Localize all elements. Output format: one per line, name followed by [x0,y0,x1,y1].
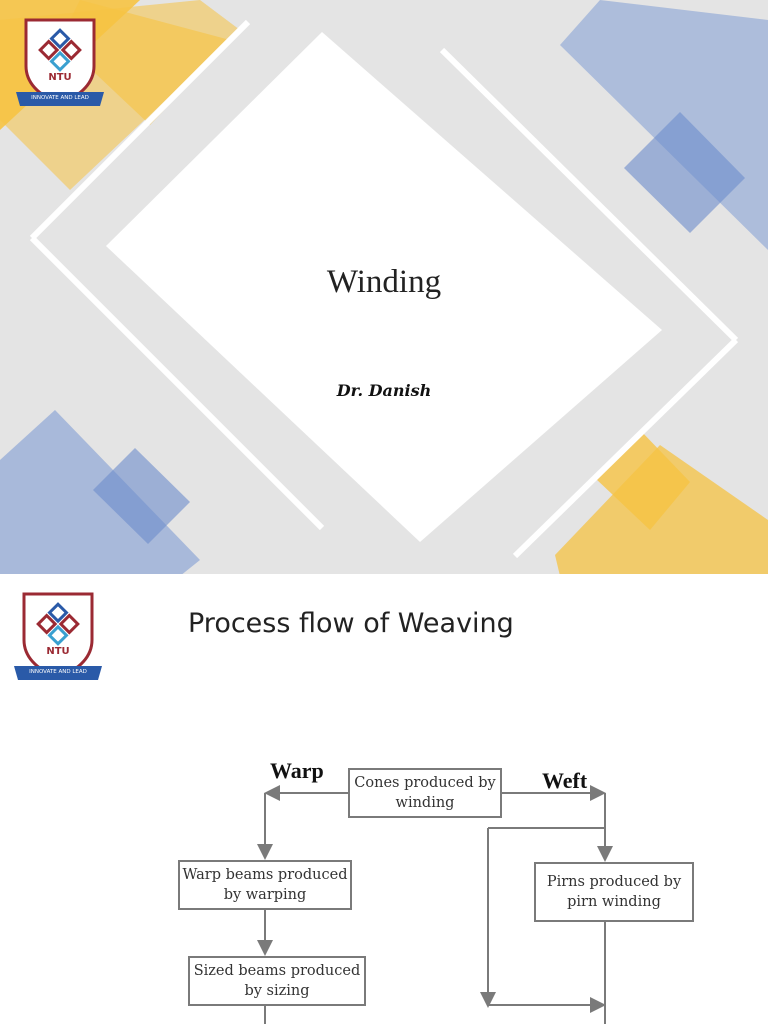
pirns-box: Pirns produced by pirn winding [534,862,694,922]
shield-icon [14,592,102,680]
warp-label: Warp [270,758,324,783]
weft-label: Weft [542,768,588,793]
author-name: Dr. Danish [336,381,432,400]
logo-text: NTU [48,72,72,83]
logo-motto: INNOVATE AND LEAD [29,669,87,675]
slide-title: Process flow of Weaving [188,608,514,639]
decorative-shapes [0,0,768,576]
logo-text: NTU [46,646,70,657]
sized-beams-box: Sized beams produced by sizing [188,956,366,1006]
process-flow-slide: NTU INNOVATE AND LEAD Process flow of We… [0,576,768,1024]
slide-title: Winding [326,264,442,300]
flow-connectors [257,785,613,1024]
warp-beams-box: Warp beams produced by warping [178,860,352,910]
cones-box: Cones produced by winding [348,768,502,818]
shield-icon [16,18,104,106]
logo-motto: INNOVATE AND LEAD [31,95,89,101]
title-slide: NTU INNOVATE AND LEAD Winding Dr. Danish [0,0,768,576]
